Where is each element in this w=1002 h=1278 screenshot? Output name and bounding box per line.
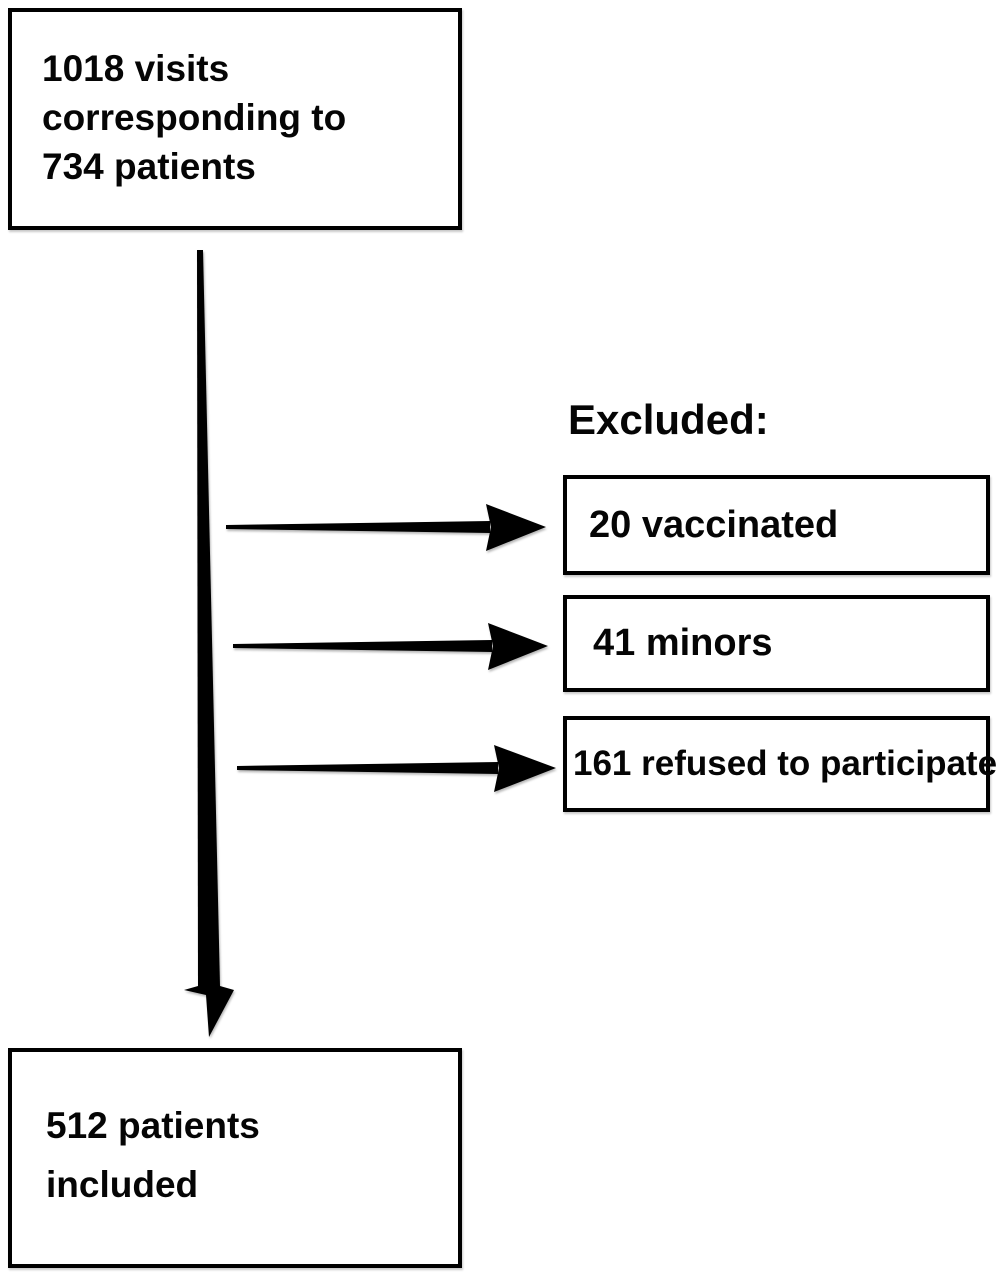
result-box-line-1: 512 patients bbox=[46, 1105, 260, 1146]
excluded-box-vaccinated: 20 vaccinated bbox=[563, 475, 990, 575]
result-box-line-2: included bbox=[46, 1164, 199, 1205]
source-box-line-3: 734 patients bbox=[42, 146, 256, 187]
arrow-to-minors-head bbox=[488, 623, 548, 670]
excluded-heading: Excluded: bbox=[568, 396, 769, 443]
excluded-box-refused: 161 refused to participate bbox=[563, 716, 997, 812]
down-arrow-head bbox=[184, 986, 234, 1037]
source-box: 1018 visits corresponding to 734 patient… bbox=[8, 8, 462, 230]
excluded-box-vaccinated-label: 20 vaccinated bbox=[589, 503, 839, 546]
arrow-to-refused-head bbox=[494, 745, 556, 792]
arrow-to-vaccinated-head bbox=[486, 504, 546, 551]
source-box-line-2: corresponding to bbox=[42, 97, 347, 138]
result-box: 512 patients included bbox=[8, 1048, 462, 1268]
excluded-box-minors-label: 41 minors bbox=[593, 622, 773, 664]
arrow-to-refused-shaft bbox=[237, 762, 498, 774]
down-arrow-shaft bbox=[197, 250, 220, 986]
source-box-line-1: 1018 visits bbox=[42, 48, 230, 89]
arrow-to-vaccinated-shaft bbox=[226, 521, 490, 533]
excluded-box-minors: 41 minors bbox=[563, 595, 990, 692]
excluded-box-refused-label: 161 refused to participate bbox=[573, 744, 998, 783]
arrow-to-minors-shaft bbox=[233, 640, 492, 652]
